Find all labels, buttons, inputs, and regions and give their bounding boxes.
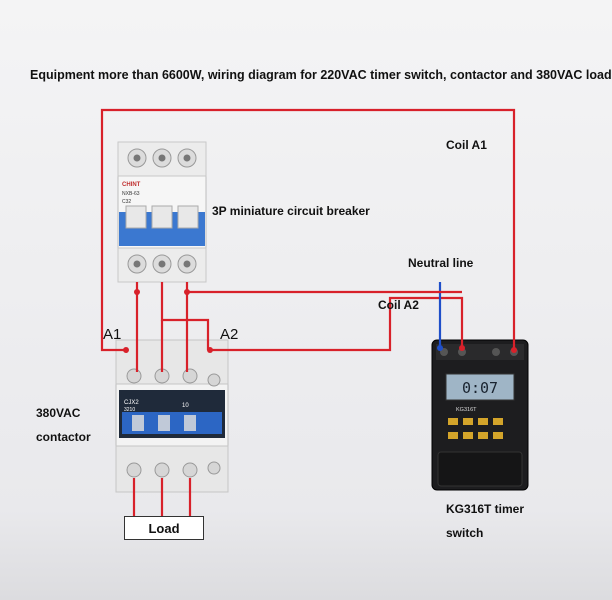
- timer-display: 0:07: [462, 379, 498, 397]
- neutral-line-label: Neutral line: [408, 256, 474, 270]
- breaker-toggle-2[interactable]: [151, 205, 173, 229]
- contactor-rating: 10: [182, 403, 189, 409]
- timer-label-line2: switch: [446, 526, 484, 540]
- coil-a1-label: Coil A1: [446, 138, 487, 152]
- breaker-brand: CHINT: [122, 182, 141, 188]
- timer-button-7[interactable]: [478, 432, 488, 439]
- timer-button-1[interactable]: [448, 418, 458, 425]
- terminal-a2-tag: A2: [220, 326, 239, 343]
- terminal-dots: [123, 289, 517, 353]
- circuit-breaker-label: 3P miniature circuit breaker: [212, 204, 370, 218]
- contactor: CJX2 3210 10: [115, 339, 229, 493]
- contactor-label-line1: 380VAC: [36, 406, 81, 420]
- wire-l2: [160, 282, 210, 350]
- breaker-model: NXB-63: [122, 191, 140, 197]
- contactor-model: CJX2: [124, 400, 139, 406]
- wire-coil-a2: [210, 296, 464, 352]
- timer-button-5[interactable]: [448, 432, 458, 439]
- timer-button-3[interactable]: [478, 418, 488, 425]
- contactor-label-line2: contactor: [36, 430, 91, 444]
- load-box: Load: [124, 516, 204, 540]
- timer-button-4[interactable]: [493, 418, 503, 425]
- terminal-a1-tag: A1: [103, 326, 122, 343]
- wire-l3: [185, 282, 462, 294]
- timer-button-6[interactable]: [463, 432, 473, 439]
- coil-a2-label: Coil A2: [378, 298, 419, 312]
- contactor-sub: 3210: [124, 407, 135, 413]
- timer-button-2[interactable]: [463, 418, 473, 425]
- breaker-toggle-3[interactable]: [177, 205, 199, 229]
- wires: [100, 108, 516, 516]
- circuit-breaker: CHINT NXB-63 C32: [117, 141, 207, 283]
- timer-label-line1: KG316T timer: [446, 502, 525, 516]
- timer-button-8[interactable]: [493, 432, 503, 439]
- timer-switch: 0:07 KG316T: [431, 339, 529, 491]
- breaker-toggle-1[interactable]: [125, 205, 147, 229]
- timer-model: KG316T: [456, 407, 477, 413]
- breaker-rating: C32: [122, 199, 131, 205]
- wire-coil-a1: [100, 108, 516, 352]
- diagram-title: Equipment more than 6600W, wiring diagra…: [30, 68, 612, 82]
